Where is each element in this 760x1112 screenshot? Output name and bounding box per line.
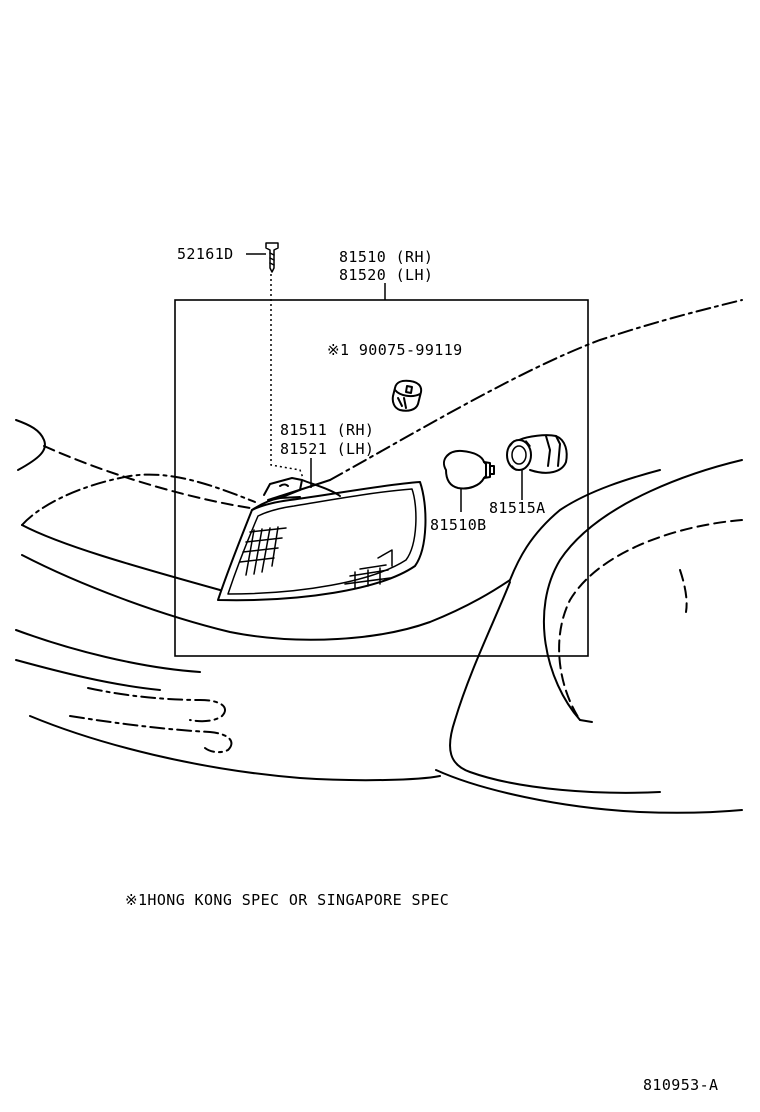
bulb-socket-icon: [506, 434, 568, 474]
label-assembly-rh: 81510 (RH): [339, 248, 433, 266]
label-bulb: 81510B: [430, 516, 487, 534]
socket-icon: [391, 379, 423, 412]
diagram-id: 810953-A: [643, 1076, 718, 1094]
label-lens-lh: 81521 (LH): [280, 440, 374, 458]
bulb-icon: [443, 449, 495, 490]
assembly-frame: [174, 299, 589, 657]
car-body-outline: [15, 299, 743, 814]
label-bulb-socket: 81515A: [489, 499, 546, 517]
label-screw: 52161D: [177, 245, 234, 263]
screw-icon: [265, 242, 279, 273]
label-socket-note: ※1 90075-99119: [327, 341, 463, 359]
label-assembly-lh: 81520 (LH): [339, 266, 433, 284]
footnote-text: ※1HONG KONG SPEC OR SINGAPORE SPEC: [125, 891, 449, 909]
label-lens-rh: 81511 (RH): [280, 421, 374, 439]
corner-lamp-lens: [217, 477, 427, 602]
screw-install-path: [270, 274, 304, 479]
